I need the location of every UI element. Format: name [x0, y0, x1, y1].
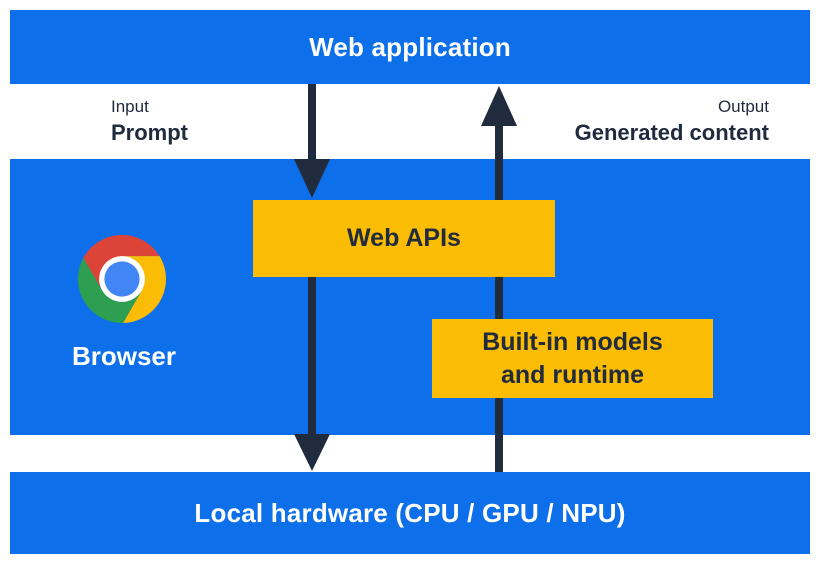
output-subtitle: Generated content: [574, 120, 769, 146]
web-application-label: Web application: [309, 31, 511, 62]
input-title: Input: [111, 97, 149, 116]
web-application-band: Web application: [10, 10, 810, 84]
builtin-models-label-line1: Built-in models: [482, 327, 663, 356]
input-subtitle: Prompt: [111, 120, 188, 146]
generated-content-up-arrow: [481, 86, 517, 472]
chrome-logo-icon: [78, 235, 166, 323]
output-flow-label: Output Generated content: [575, 97, 769, 146]
local-hardware-label: Local hardware (CPU / GPU / NPU): [194, 497, 626, 528]
browser-label: Browser: [71, 341, 177, 371]
input-flow-label: Input Prompt: [111, 97, 188, 146]
output-title: Output: [717, 97, 769, 116]
web-apis-box: Web APIs: [253, 200, 555, 277]
builtin-models-label-line2: and runtime: [500, 360, 645, 389]
builtin-models-box: Built-in models and runtime: [432, 319, 713, 398]
web-apis-label: Web APIs: [347, 224, 461, 252]
local-hardware-band: Local hardware (CPU / GPU / NPU): [10, 472, 810, 554]
prompt-down-arrow: [294, 84, 330, 471]
